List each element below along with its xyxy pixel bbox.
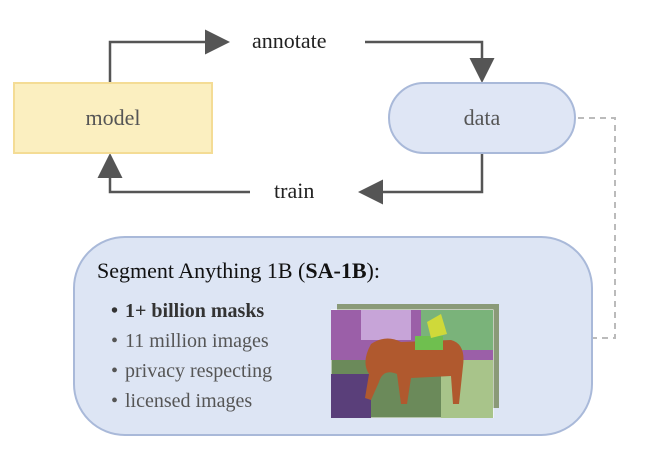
bullet-text: privacy respecting	[125, 360, 273, 382]
dataset-title-prefix: Segment Anything 1B (	[97, 258, 306, 283]
train-arrow-left	[97, 153, 250, 194]
data-label: data	[463, 105, 501, 130]
bullet-text: 11 million images	[125, 330, 269, 352]
bullet-item: •licensed images	[111, 390, 253, 412]
dataset-title-abbrev: SA-1B	[305, 258, 367, 283]
bullet-item: •1+ billion masks	[111, 300, 265, 322]
model-node: model	[13, 82, 213, 154]
bullet-item: •11 million images	[111, 330, 269, 352]
bullet-item: •privacy respecting	[111, 360, 273, 382]
bullet-text: 1+ billion masks	[125, 300, 265, 322]
annotate-arrow-left	[108, 29, 230, 82]
model-label: model	[85, 105, 141, 130]
dataset-title: Segment Anything 1B (SA-1B):	[97, 258, 380, 284]
annotate-arrow-right	[365, 40, 495, 83]
dataset-panel: Segment Anything 1B (SA-1B): •1+ billion…	[73, 236, 593, 436]
data-node: data	[388, 82, 576, 154]
dataset-title-suffix: ):	[366, 258, 380, 283]
dataset-bullet-list: •1+ billion masks •11 million images •pr…	[111, 296, 272, 416]
train-label: train	[268, 178, 321, 204]
annotate-label: annotate	[246, 28, 333, 54]
segmented-horse-image	[331, 304, 499, 418]
train-arrow-right	[358, 154, 484, 205]
bullet-text: licensed images	[125, 390, 253, 412]
